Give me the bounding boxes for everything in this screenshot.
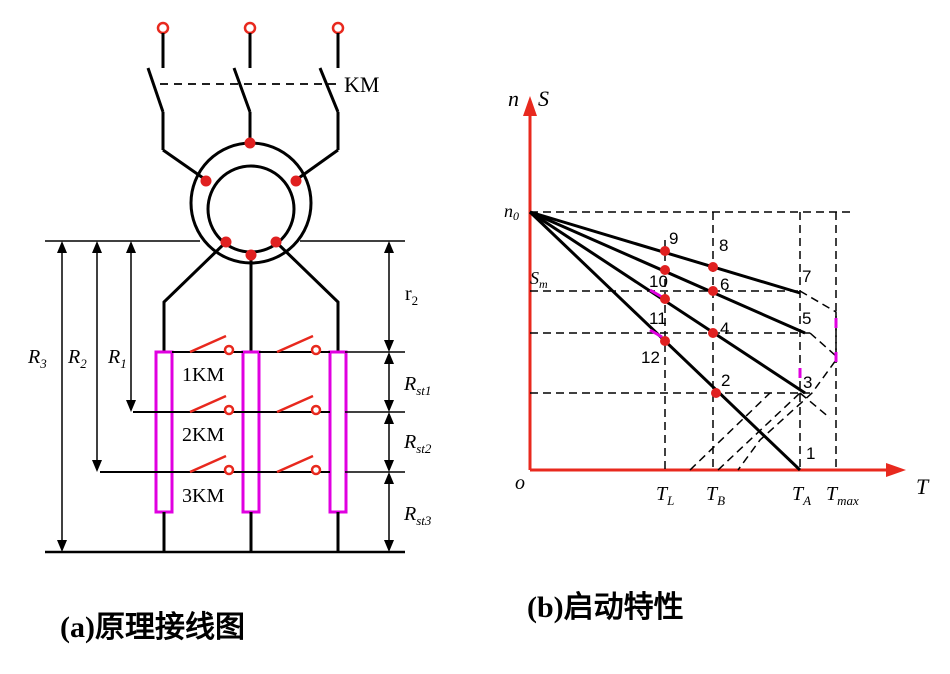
km-blade-1	[146, 67, 165, 113]
point-label-2: 2	[721, 371, 730, 390]
accent-marks	[649, 288, 838, 378]
point-label-1: 1	[806, 444, 815, 463]
point-label-6: 6	[720, 275, 729, 294]
circuit-diagram	[45, 21, 405, 554]
tl-label: TL	[656, 483, 674, 508]
terminal-1	[156, 21, 170, 35]
km2-contacts	[189, 394, 322, 416]
caption-a: (a)原理接线图	[60, 611, 245, 644]
dimension-arrowheads	[57, 241, 394, 552]
operating-points	[660, 246, 721, 398]
km-blade-2	[232, 67, 252, 113]
point-label-3: 3	[803, 373, 812, 392]
Rst3-label: Rst3	[403, 503, 432, 528]
point-label-4: 4	[720, 319, 729, 338]
km1-label: 1KM	[182, 364, 224, 386]
point-label-12: 12	[641, 348, 660, 367]
point-label-10: 10	[649, 272, 668, 291]
rotor-ring	[206, 164, 296, 254]
R2-label: R2	[67, 346, 87, 371]
resistor-phase-3	[328, 350, 348, 514]
km3-contacts	[189, 454, 322, 476]
y-label-s: S	[538, 86, 549, 111]
point-label-7: 7	[802, 267, 811, 286]
tmax-label: Tmax	[826, 483, 859, 508]
r2-label: r2	[405, 283, 418, 308]
km2-label: 2KM	[182, 424, 224, 446]
caption-b: (b)启动特性	[527, 591, 684, 624]
terminal-2	[243, 21, 257, 35]
resistor-phase-1	[154, 350, 174, 514]
x-axis-arrow	[886, 463, 906, 477]
tb-label: TB	[706, 483, 725, 508]
y-axis-arrow	[523, 96, 537, 116]
starting-characteristic: n S o T n0 Sm TL TB TA Tmax 1 2 3 4 5 6 …	[504, 86, 930, 624]
ta-label: TA	[792, 483, 811, 508]
R3-label: R3	[27, 346, 47, 371]
x-axis-label: T	[916, 474, 930, 499]
km-label: KM	[344, 72, 379, 97]
y-label-n: n	[508, 86, 519, 111]
point-label-9: 9	[669, 229, 678, 248]
Rst2-label: Rst2	[403, 431, 432, 456]
point-label-5: 5	[802, 309, 811, 328]
origin-label: o	[515, 472, 525, 494]
point-label-8: 8	[719, 236, 728, 255]
R1-label: R1	[107, 346, 127, 371]
km3-label: 3KM	[182, 485, 224, 507]
resistor-phase-2	[241, 350, 261, 514]
sm-label: Sm	[530, 268, 548, 291]
km1-contacts	[189, 334, 322, 356]
km-blade-3	[318, 67, 340, 113]
motor-terminal-dots	[200, 137, 302, 261]
terminal-3	[331, 21, 345, 35]
guide-lines	[530, 211, 852, 471]
n0-label: n0	[504, 201, 519, 223]
Rst1-label: Rst1	[403, 373, 431, 398]
point-label-11: 11	[649, 309, 667, 328]
